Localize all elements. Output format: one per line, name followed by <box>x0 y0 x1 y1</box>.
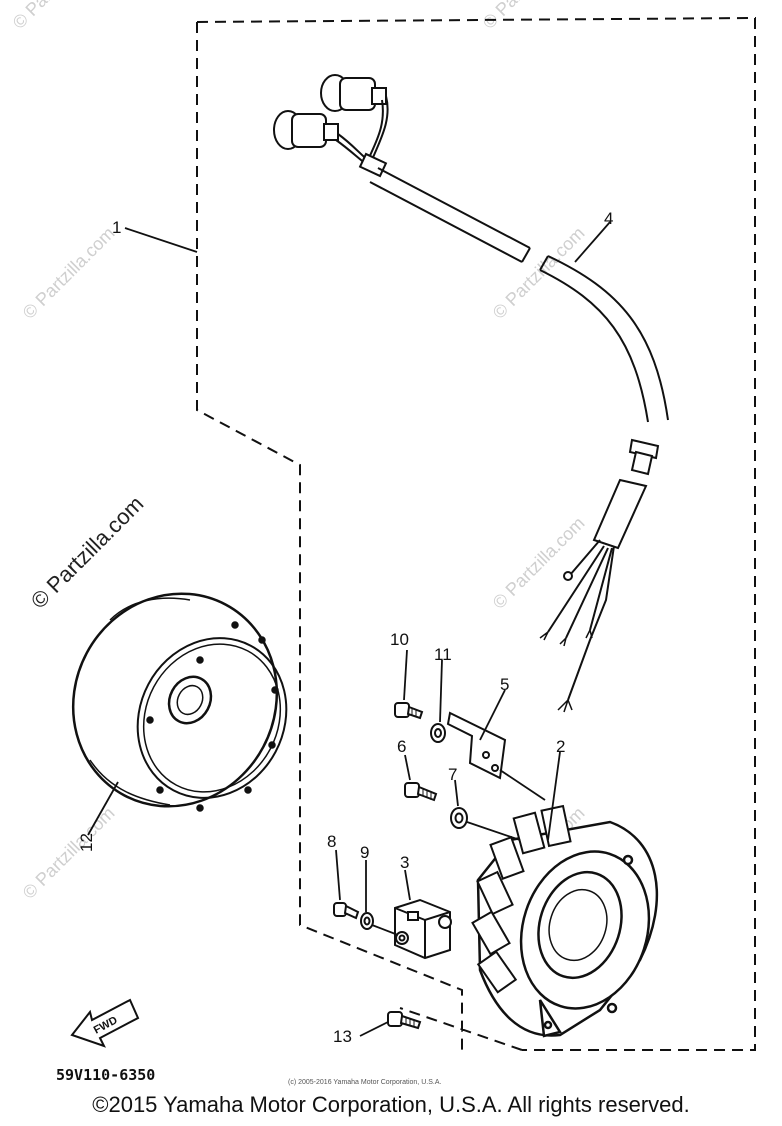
fwd-arrow-icon: FWD <box>70 998 140 1048</box>
assembly-boundary <box>196 16 756 1055</box>
copyright-notice: ©2015 Yamaha Motor Corporation, U.S.A. A… <box>92 1092 690 1117</box>
screw-10 <box>394 702 424 720</box>
callout-13: 13 <box>333 1027 352 1046</box>
diagram-code: 59V110-6350 <box>56 1066 155 1084</box>
screw-13 <box>387 1011 422 1030</box>
callouts: 1 2 3 4 5 6 7 8 9 10 11 12 13 <box>77 209 613 1046</box>
wire-harness <box>273 74 669 713</box>
callout-8: 8 <box>327 832 336 851</box>
callout-3: 3 <box>400 853 409 872</box>
screw-8 <box>333 902 360 920</box>
connector-lower <box>273 110 339 150</box>
screw-6 <box>404 782 438 802</box>
pulser-coil <box>394 898 452 960</box>
callout-12: 12 <box>77 833 96 852</box>
callout-9: 9 <box>360 843 369 862</box>
watermark: © Partzilla.com <box>479 0 579 33</box>
watermark: © Partzilla.com <box>489 223 589 323</box>
watermark: © Partzilla.com <box>9 0 109 33</box>
callout-2: 2 <box>556 737 565 756</box>
callout-6: 6 <box>397 737 406 756</box>
flywheel-rotor <box>71 592 288 812</box>
callout-1: 1 <box>112 218 121 237</box>
stator-assembly <box>471 804 659 1038</box>
washer-11 <box>430 723 446 743</box>
callout-10: 10 <box>390 630 409 649</box>
callout-11: 11 <box>434 645 452 664</box>
connector-upper <box>320 74 387 112</box>
watermark: © Partzilla.com <box>489 513 589 613</box>
bracket <box>446 711 507 780</box>
callout-4: 4 <box>604 209 613 228</box>
watermark: © Partzilla.com <box>19 223 119 323</box>
watermark-large: © Partzilla.com <box>26 491 149 614</box>
watermark: © Partzilla.com <box>19 803 119 903</box>
callout-5: 5 <box>500 675 509 694</box>
callout-7: 7 <box>448 765 457 784</box>
washer-9 <box>360 912 374 930</box>
leader-lines <box>87 221 611 1037</box>
small-copyright: (c) 2005-2016 Yamaha Motor Corporation, … <box>288 1079 441 1086</box>
washer-7 <box>450 807 468 829</box>
